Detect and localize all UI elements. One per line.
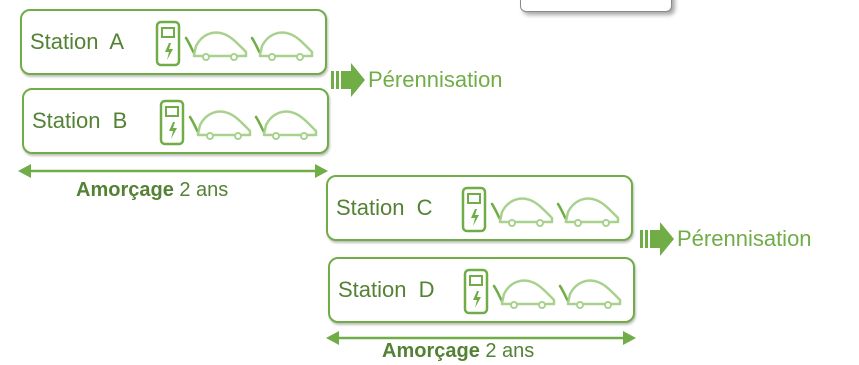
station-c-box: Station C xyxy=(326,175,633,241)
electric-car-icon xyxy=(254,110,318,140)
block-arrow-icon xyxy=(331,63,365,97)
perennisation-label: Pérennisation xyxy=(368,67,503,92)
station-c-label: Station C xyxy=(336,195,433,220)
double-arrow-icon xyxy=(326,331,636,345)
electric-car-icon xyxy=(490,197,554,227)
block-arrow-icon xyxy=(640,222,674,256)
duration-label-2: Amorçage 2 ans xyxy=(382,340,535,362)
station-a-label: Station A xyxy=(30,29,125,54)
perennisation-2: Pérennisation xyxy=(640,221,812,257)
ev-charger-icon xyxy=(159,99,185,146)
double-arrow-icon xyxy=(18,164,328,178)
electric-car-icon xyxy=(492,279,556,309)
electric-car-icon xyxy=(250,31,314,61)
station-b-box: Station B xyxy=(22,88,329,154)
ev-charger-icon xyxy=(463,268,489,315)
ev-charger-icon xyxy=(155,20,181,67)
partial-card xyxy=(520,0,672,12)
electric-car-icon xyxy=(188,110,252,140)
station-d-box: Station D xyxy=(328,257,635,323)
electric-car-icon xyxy=(556,197,620,227)
perennisation-1: Pérennisation xyxy=(331,62,503,98)
station-d-label: Station D xyxy=(338,277,435,302)
station-b-label: Station B xyxy=(32,108,128,133)
electric-car-icon xyxy=(558,279,622,309)
electric-car-icon xyxy=(184,31,248,61)
duration-label-1: Amorçage 2 ans xyxy=(76,179,229,201)
station-a-box: Station A xyxy=(20,9,327,75)
perennisation-label: Pérennisation xyxy=(677,226,812,251)
ev-charger-icon xyxy=(461,186,487,233)
